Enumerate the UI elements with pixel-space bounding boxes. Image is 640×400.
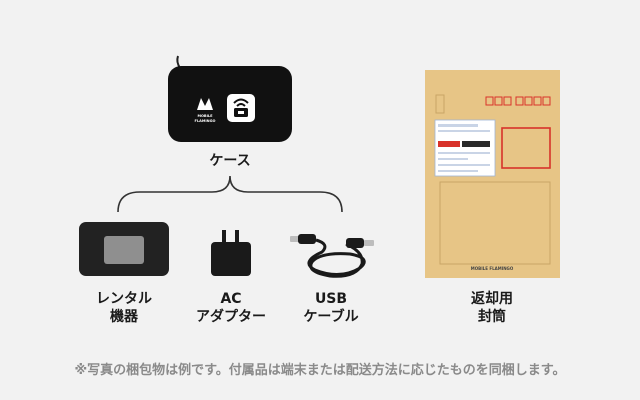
wifi-router-icon: [227, 94, 255, 122]
case-brand-logo-icon: [197, 98, 213, 110]
adapter-body: [211, 242, 251, 276]
ac-adapter-image: [211, 230, 251, 276]
stamp-box: [501, 127, 551, 169]
grouping-brace: [117, 175, 343, 213]
adapter-prong-left: [222, 230, 226, 244]
ac-adapter-label: AC アダプター: [181, 290, 281, 326]
postal-code-boxes: [485, 96, 551, 106]
usb-plug-right-tip: [364, 240, 374, 246]
ac-adapter-label-line1: AC: [220, 291, 242, 307]
usb-cable-label-line2: ケーブル: [303, 309, 359, 325]
rental-device-label: レンタル 機器: [74, 290, 174, 326]
usb-cable-coil: [307, 238, 366, 278]
usb-cable-label-line1: USB: [314, 291, 348, 307]
ac-adapter-label-line2: アダプター: [196, 309, 266, 325]
sender-address-area: [439, 181, 551, 265]
return-envelope-label: 返却用 封筒: [452, 290, 532, 326]
case-label: ケース: [209, 153, 251, 169]
rental-device-label-line2: 機器: [110, 309, 138, 325]
envelope-brand: MOBILE FLAMINGO: [471, 266, 514, 271]
usb-plug-left: [298, 234, 316, 244]
rental-device-image: [79, 222, 169, 276]
device-screen: [104, 236, 144, 264]
usb-cable-image: [290, 234, 374, 278]
shipping-label: [434, 119, 496, 177]
case-pouch-image: MOBILE FLAMINGO: [168, 55, 292, 142]
return-envelope-label-line1: 返却用: [471, 291, 513, 307]
adapter-prong-right: [235, 230, 239, 244]
case-brand-bottom: FLAMINGO: [195, 119, 216, 123]
usb-cable-label: USB ケーブル: [281, 290, 381, 326]
rental-device-label-line1: レンタル: [96, 291, 152, 307]
envelope-window-mark: [435, 94, 445, 114]
return-envelope-image: MOBILE FLAMINGO: [425, 70, 560, 278]
return-envelope-label-line2: 封筒: [478, 309, 506, 325]
case-brand-top: MOBILE: [197, 114, 213, 118]
photo-disclaimer-note: ※写真の梱包物は例です。付属品は端末または配送方法に応じたものを同梱します。: [74, 363, 566, 378]
usb-plug-left-tip: [290, 236, 300, 242]
